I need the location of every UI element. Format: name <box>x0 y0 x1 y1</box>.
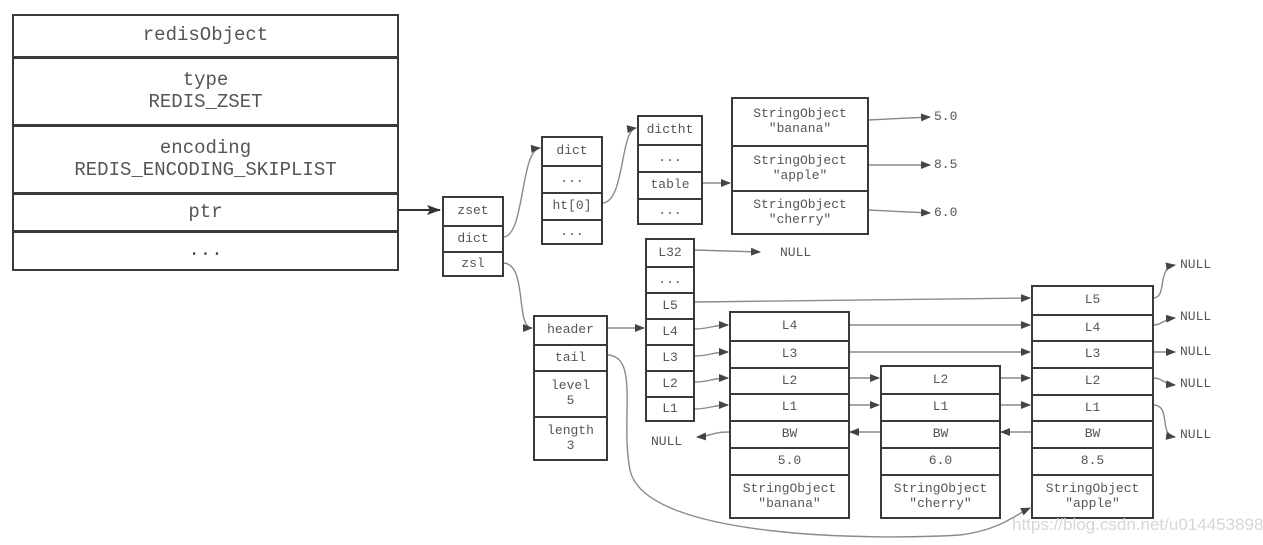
node-level: L2 <box>1033 367 1152 394</box>
redis-object-encoding: encoding REDIS_ENCODING_SKIPLIST <box>14 124 397 192</box>
dict-entry: StringObject "apple" <box>733 145 867 190</box>
node-level: L3 <box>1033 340 1152 367</box>
header-level: L32 <box>658 244 682 260</box>
header-L2-arrow <box>693 374 729 383</box>
node-backward: BW <box>1033 420 1152 447</box>
dictht-table-field: table <box>639 171 701 198</box>
redis-object-more: ... <box>14 230 397 269</box>
dict-score-label: 8.5 <box>934 157 958 172</box>
dict-title: dict <box>556 143 588 159</box>
node-level: L4 <box>1033 314 1152 340</box>
zset-dict-field: dict <box>444 225 502 251</box>
zskiplist-struct: header tail level 5 length 3 <box>533 315 608 461</box>
ht0-arrow <box>601 125 637 204</box>
node-score: 8.5 <box>1033 447 1152 474</box>
score-arrow-banana <box>867 113 931 122</box>
zskiplist-level-field: level 5 <box>535 370 606 416</box>
node-backward: BW <box>731 420 848 447</box>
null-label: NULL <box>1180 309 1212 324</box>
header-level: L2 <box>647 370 693 396</box>
zsl-arrow <box>502 262 533 332</box>
apple-L1-null-arrow <box>1152 404 1176 440</box>
encoding-value: REDIS_ENCODING_SKIPLIST <box>74 158 337 181</box>
zskiplist-header-field: header <box>547 322 594 338</box>
node-level: L2 <box>731 367 848 393</box>
dictht-struct: dictht ... table ... <box>637 115 703 225</box>
dict-score-label: 5.0 <box>934 109 958 124</box>
redis-object-type: type REDIS_ZSET <box>14 56 397 124</box>
dict-row: ... <box>543 165 601 192</box>
dictht-row: ... <box>639 198 701 223</box>
dictht-row: ... <box>639 144 701 171</box>
zset-title: zset <box>457 203 489 219</box>
dict-struct: dict ... ht[0] ... <box>541 136 603 245</box>
node-level: L1 <box>731 393 848 420</box>
watermark: https://blog.csdn.net/u014453898 <box>1012 515 1263 534</box>
banana-bw-arrow <box>696 431 730 441</box>
apple-L5-null-arrow <box>1152 262 1176 299</box>
node-level: L1 <box>882 393 999 420</box>
node-score: 5.0 <box>731 447 848 474</box>
node-object: StringObject "banana" <box>731 474 848 517</box>
apple-L4-null-arrow <box>1152 314 1176 326</box>
skiplist-node-cherry: L2 L1 BW 6.0 StringObject "cherry" <box>880 365 1001 519</box>
header-L1-arrow <box>693 401 729 410</box>
header-L5-arrow <box>693 294 1031 303</box>
dict-row: ... <box>543 219 601 243</box>
node-level: L3 <box>731 340 848 367</box>
score-arrow-cherry <box>867 208 931 217</box>
zset-struct: zset dict zsl <box>442 196 504 277</box>
node-object: StringObject "apple" <box>1033 474 1152 517</box>
dict-ht0-field: ht[0] <box>543 192 601 219</box>
dict-entries-table: StringObject "banana" StringObject "appl… <box>731 97 869 235</box>
header-level: L5 <box>647 292 693 318</box>
null-label: NULL <box>651 434 683 449</box>
node-object: StringObject "cherry" <box>882 474 999 517</box>
header-level: L4 <box>647 318 693 344</box>
header-node-levels: L32 ... L5 L4 L3 L2 L1 <box>645 238 695 422</box>
null-label: NULL <box>1180 427 1212 442</box>
type-label: type <box>182 68 229 91</box>
header-L3-arrow <box>693 348 729 357</box>
redis-object-ptr: ptr <box>14 192 397 230</box>
zskiplist-length-field: length 3 <box>535 416 606 459</box>
node-level: L4 <box>781 318 798 334</box>
header-L32-arrow <box>693 247 761 256</box>
redis-object-title: redisObject <box>142 24 269 47</box>
dict-entry: StringObject "cherry" <box>733 190 867 233</box>
null-label: NULL <box>780 245 812 260</box>
node-level: L1 <box>1033 394 1152 420</box>
null-label: NULL <box>1180 376 1212 391</box>
type-value: REDIS_ZSET <box>148 90 263 113</box>
dictht-title: dictht <box>646 122 694 138</box>
redis-object: redisObject type REDIS_ZSET encoding RED… <box>12 14 399 271</box>
header-level: L3 <box>647 344 693 370</box>
dict-entry: StringObject "banana" <box>753 106 847 136</box>
header-level: ... <box>647 266 693 292</box>
dict-score-label: 6.0 <box>934 205 958 220</box>
zset-dict-arrow <box>502 144 541 238</box>
null-label: NULL <box>1180 344 1212 359</box>
header-level: L1 <box>647 396 693 420</box>
encoding-label: encoding <box>159 136 252 159</box>
null-label: NULL <box>1180 257 1212 272</box>
node-level: L2 <box>932 371 949 387</box>
apple-L2-null-arrow <box>1152 377 1176 389</box>
header-L4-arrow <box>693 321 729 330</box>
zset-zsl-field: zsl <box>444 251 502 275</box>
node-score: 6.0 <box>882 447 999 474</box>
zskiplist-tail-field: tail <box>535 344 606 370</box>
node-backward: BW <box>882 420 999 447</box>
node-level: L5 <box>1084 292 1101 308</box>
skiplist-node-banana: L4 L3 L2 L1 BW 5.0 StringObject "banana" <box>729 311 850 519</box>
skiplist-node-apple: L5 L4 L3 L2 L1 BW 8.5 StringObject "appl… <box>1031 285 1154 519</box>
